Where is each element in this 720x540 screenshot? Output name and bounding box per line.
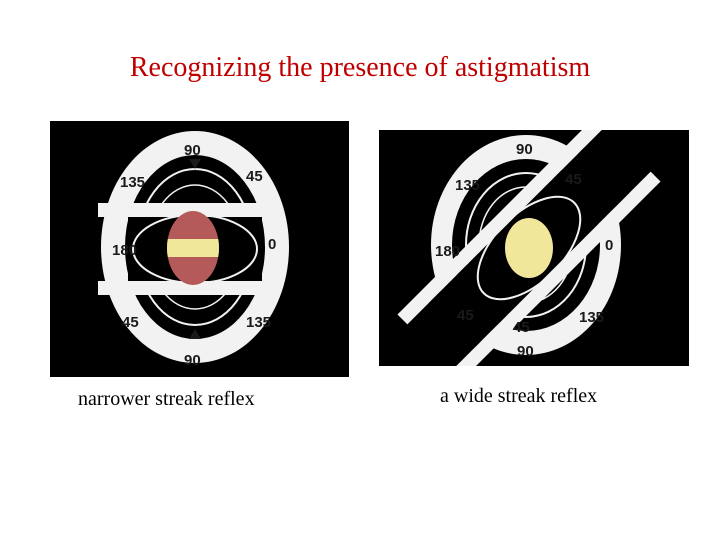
right-label-bottom-right: 135 [579,309,604,326]
right-label-bottom-center: 45 [513,319,530,336]
left-label-top: 90 [184,142,201,159]
left-pupil-reflex [167,211,219,285]
right-label-bottom: 90 [517,343,534,360]
right-label-top-left: 135 [455,177,480,194]
left-label-bottom-left: 45 [122,314,139,331]
slide-title: Recognizing the presence of astigmatism [129,52,591,83]
left-label-right: 0 [268,236,276,253]
right-label-right: 0 [605,237,613,254]
right-label-bottom-left: 45 [457,307,474,324]
right-retinoscopy-image: 90 135 45 180 0 45 45 135 90 [379,130,689,366]
right-label-left: 180 [435,243,460,260]
left-label-top-right: 45 [246,168,263,185]
left-label-top-left: 135 [120,174,145,191]
right-label-top: 90 [516,141,533,158]
left-label-left: 180 [112,242,137,259]
left-retinoscopy-image: 90 135 45 180 0 45 135 90 [50,121,349,377]
right-streak-band-lower [452,171,661,366]
right-dial-graphic: 90 135 45 180 0 45 45 135 90 [379,130,689,366]
left-dial-graphic: 90 135 45 180 0 45 135 90 [50,121,349,377]
right-streak-band-upper [397,130,606,325]
right-caption: a wide streak reflex [440,385,598,407]
left-caption: narrower streak reflex [78,388,255,410]
right-label-top-right: 45 [565,171,582,188]
left-streak-band-bottom [98,281,278,295]
left-label-bottom-right: 135 [246,314,271,331]
left-label-bottom: 90 [184,352,201,369]
left-streak-band-top [98,203,278,217]
